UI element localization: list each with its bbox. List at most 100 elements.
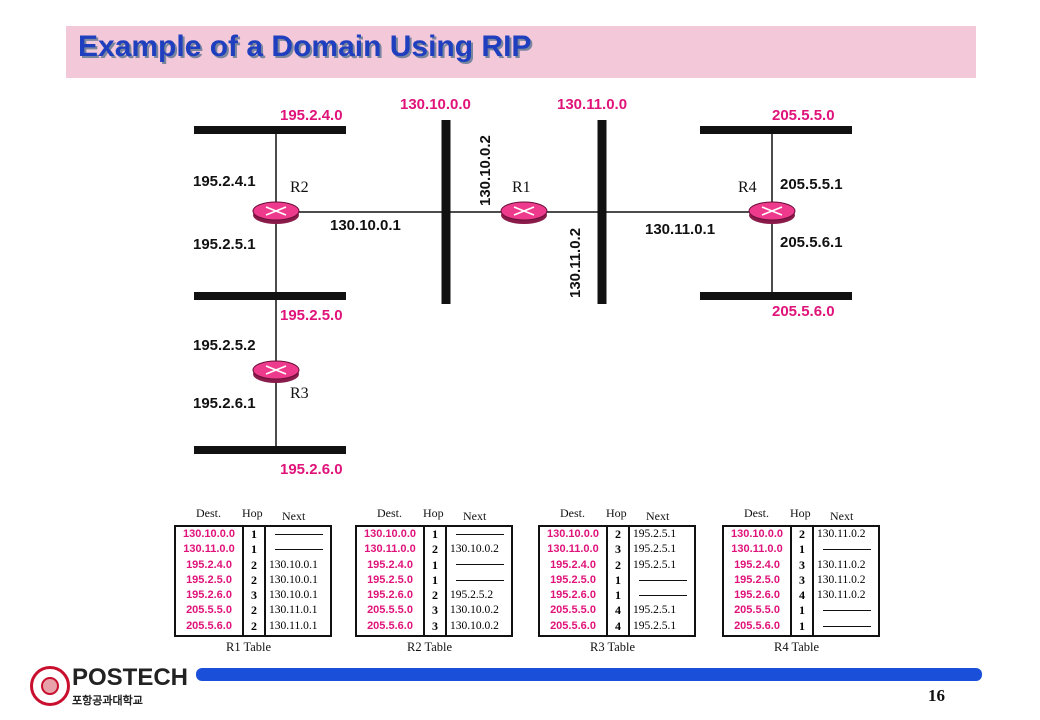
cell-dest: 205.5.5.0 [550, 604, 596, 617]
cell-next [814, 542, 878, 557]
cell-hop: 2 [799, 527, 805, 541]
cell-hop: 2 [251, 618, 257, 633]
cell-dest: 195.2.6.0 [550, 589, 596, 602]
postech-logo: POSTECH 포항공과대학교 [28, 664, 188, 710]
cell-next: 130.11.0.2 [817, 589, 866, 602]
table-header-dest: Dest. [744, 506, 769, 520]
cell-next [814, 619, 878, 634]
router-r1-icon [500, 201, 548, 224]
cell-hop: 3 [432, 618, 438, 633]
cell-hop: 3 [799, 572, 805, 587]
direct-connection-dash [639, 579, 687, 581]
cell-hop: 2 [615, 527, 621, 541]
router-r4-label: R4 [738, 179, 757, 196]
cell-dest: 130.10.0.0 [183, 528, 235, 540]
cell-next: 195.2.5.1 [633, 558, 677, 571]
direct-connection-dash [456, 533, 504, 535]
cell-next [447, 558, 511, 573]
router-r1-label: R1 [512, 179, 531, 196]
cell-dest: 205.5.6.0 [734, 619, 780, 632]
cell-hop: 1 [251, 542, 257, 557]
iface-r4-n4: 205.5.5.1 [780, 176, 843, 193]
table-header-next: Next [463, 509, 487, 523]
cell-dest: 195.2.5.0 [186, 573, 232, 586]
direct-connection-dash [275, 549, 323, 551]
cell-hop: 1 [251, 527, 257, 541]
cell-hop: 3 [799, 557, 805, 572]
cell-dest: 195.2.4.0 [550, 558, 596, 571]
cell-hop: 2 [615, 557, 621, 572]
network-label-n5: 195.2.5.0 [280, 307, 343, 324]
cell-dest: 205.5.5.0 [186, 604, 232, 617]
cell-next: 195.2.5.1 [633, 604, 677, 617]
cell-next [266, 527, 330, 542]
iface-r4-n6: 205.5.6.1 [780, 234, 843, 251]
table-header-next: Next [830, 509, 854, 523]
iface-r2-n5: 195.2.5.1 [193, 236, 256, 253]
cell-next: 130.11.0.1 [269, 604, 318, 617]
cell-next: 195.2.5.1 [633, 528, 677, 540]
direct-connection-dash [456, 579, 504, 581]
cell-hop: 1 [799, 618, 805, 633]
direct-connection-dash [823, 610, 871, 612]
cell-dest: 130.10.0.0 [364, 528, 416, 540]
direct-connection-dash [823, 549, 871, 551]
iface-r1-n2: 130.10.0.2 [477, 135, 494, 206]
cell-hop: 3 [251, 588, 257, 603]
cell-next [630, 588, 694, 603]
cell-hop: 1 [799, 603, 805, 618]
cell-next [447, 573, 511, 588]
iface-r1-n3: 130.11.0.2 [567, 228, 584, 298]
cell-hop: 3 [615, 542, 621, 557]
cell-dest: 130.11.0.0 [731, 543, 783, 556]
cell-hop: 1 [799, 542, 805, 557]
title-bar [66, 26, 976, 78]
cell-next: 130.10.0.1 [269, 589, 318, 602]
cell-hop: 1 [432, 557, 438, 572]
cell-hop: 2 [432, 588, 438, 603]
cell-next: 130.10.0.2 [450, 604, 499, 617]
table-header-hop: Hop [242, 506, 263, 520]
network-label-n3: 130.11.0.0 [557, 96, 627, 113]
cell-hop: 2 [251, 557, 257, 572]
router-r2-label: R2 [290, 179, 309, 196]
table-caption: R3 Table [590, 640, 636, 654]
cell-dest: 195.2.6.0 [367, 589, 413, 602]
table-caption: R1 Table [226, 640, 272, 654]
cell-dest: 195.2.6.0 [186, 589, 232, 602]
cell-dest: 205.5.6.0 [550, 619, 596, 632]
cell-dest: 195.2.6.0 [734, 589, 780, 602]
postech-emblem-icon [30, 666, 70, 706]
table-header-dest: Dest. [196, 506, 221, 520]
network-label-n1: 195.2.4.0 [280, 107, 343, 124]
cell-dest: 195.2.5.0 [734, 573, 780, 586]
cell-hop: 2 [432, 542, 438, 557]
cell-dest: 205.5.6.0 [367, 619, 413, 632]
cell-dest: 205.5.5.0 [367, 604, 413, 617]
cell-dest: 195.2.4.0 [734, 558, 780, 571]
table-header-dest: Dest. [377, 506, 402, 520]
iface-r4-n3: 130.11.0.1 [645, 221, 715, 238]
cell-next: 130.11.0.1 [269, 619, 318, 632]
cell-dest: 130.11.0.0 [183, 543, 235, 556]
logo-text: POSTECH [72, 664, 189, 691]
cell-hop: 4 [799, 588, 805, 603]
router-r3-label: R3 [290, 385, 309, 402]
page-number: 16 [928, 686, 945, 705]
router-r4-icon [748, 201, 796, 224]
table-header-hop: Hop [423, 506, 444, 520]
cell-hop: 1 [432, 572, 438, 587]
direct-connection-dash [823, 625, 871, 627]
direct-connection-dash [639, 595, 687, 597]
table-caption: R4 Table [774, 640, 820, 654]
cell-hop: 1 [615, 588, 621, 603]
network-label-n7: 195.2.6.0 [280, 461, 343, 478]
cell-dest: 130.10.0.0 [547, 528, 599, 540]
cell-hop: 4 [615, 603, 621, 618]
cell-dest: 130.11.0.0 [364, 543, 416, 556]
slide-title: Example of a Domain Using RIP [78, 30, 532, 63]
